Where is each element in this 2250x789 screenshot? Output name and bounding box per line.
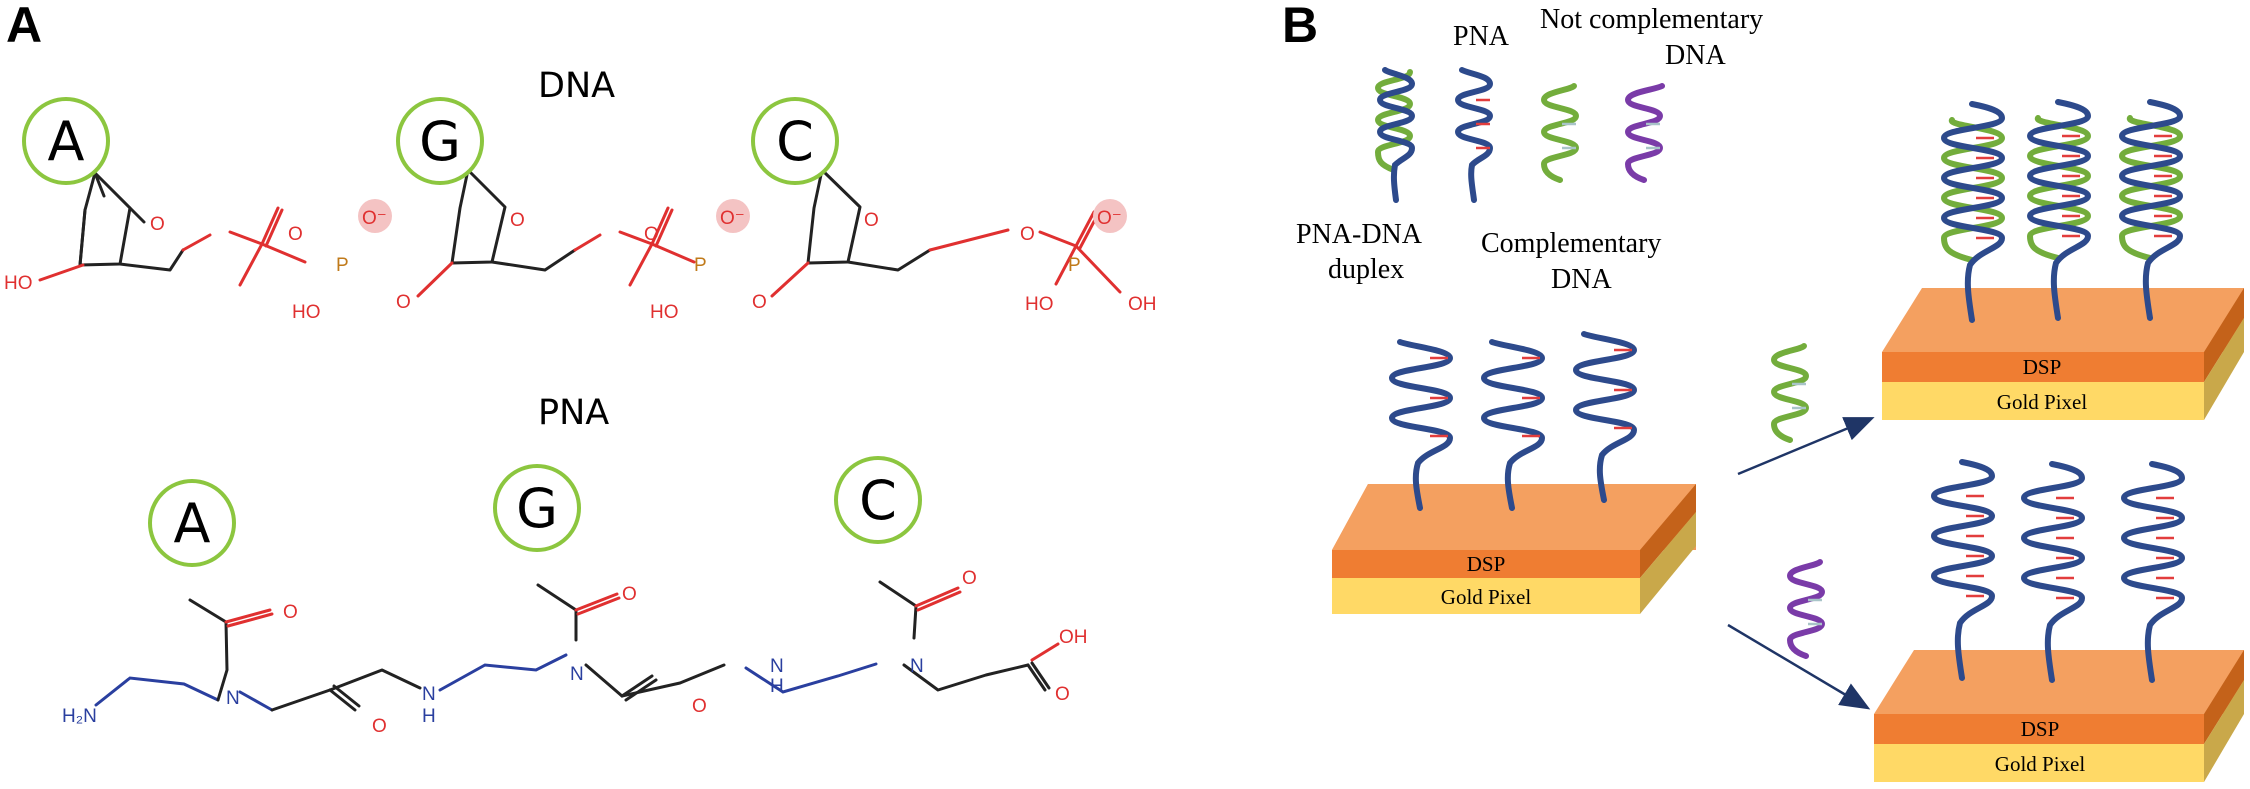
legend-not-complementary-line1: Not complementary bbox=[1540, 4, 1763, 35]
arrow-to-bottom-chip bbox=[1727, 623, 1871, 710]
atom-p-1: P bbox=[336, 255, 349, 276]
legend-pna-strand bbox=[1454, 67, 1494, 203]
added-not-complementary-strand bbox=[1786, 559, 1826, 659]
dna-structure: O HO O P O⁻ HO O O O P O⁻ HO O O O P O⁻ … bbox=[4, 97, 1157, 323]
pna-base-g: G bbox=[493, 464, 581, 552]
atom-h2n: H₂N bbox=[62, 706, 97, 727]
dna-base-a: A bbox=[22, 97, 110, 185]
pna-base-a: A bbox=[148, 479, 236, 567]
atom-oh-pna: OH bbox=[1059, 627, 1088, 648]
atom-ho-4: HO bbox=[1025, 294, 1054, 315]
svg-text:C: C bbox=[776, 110, 814, 173]
added-complementary-strand bbox=[1770, 343, 1810, 443]
atom-o-ring-3: O bbox=[864, 210, 879, 231]
atom-o-pna-4: O bbox=[692, 696, 707, 717]
pna-base-c: C bbox=[834, 456, 922, 544]
top-right-duplexes bbox=[1944, 102, 2180, 320]
atom-h-2: H bbox=[770, 676, 784, 697]
center-chip-probes bbox=[1392, 334, 1634, 508]
bottom-chip-gold-label: Gold Pixel bbox=[1995, 752, 2086, 776]
svg-text:A: A bbox=[174, 492, 211, 555]
atom-n-2: N bbox=[422, 684, 436, 705]
atom-p-2: P bbox=[694, 255, 707, 276]
legend-pna-label: PNA bbox=[1453, 21, 1510, 52]
legend-duplex-strand bbox=[1374, 67, 1416, 203]
svg-text:A: A bbox=[48, 110, 85, 173]
atom-h-1: H bbox=[422, 706, 436, 727]
svg-text:G: G bbox=[516, 477, 558, 540]
atom-o-minus-1: O⁻ bbox=[362, 208, 387, 229]
atom-o-minus-2: O⁻ bbox=[720, 208, 745, 229]
arrow-to-top-chip bbox=[1737, 417, 1875, 476]
bottom-right-chip: DSP Gold Pixel bbox=[1874, 650, 2244, 782]
atom-o-ring-2: O bbox=[510, 210, 525, 231]
atom-o-pna-3: O bbox=[622, 584, 637, 605]
atom-n-5: N bbox=[910, 656, 924, 677]
pna-structure: H₂N N O O N H N O O N H N O OH O A G C bbox=[62, 456, 1088, 737]
atom-o-pna-6: O bbox=[1055, 684, 1070, 705]
panel-b-letter: B bbox=[1282, 0, 1318, 53]
legend-complementary-strand bbox=[1540, 83, 1580, 183]
atom-o-link-1: O bbox=[288, 224, 303, 245]
atom-p-3: P bbox=[1068, 255, 1081, 276]
bottom-right-probes bbox=[1934, 462, 2182, 680]
atom-o-pna-5: O bbox=[962, 568, 977, 589]
legend-complementary-line1: Complementary bbox=[1481, 228, 1661, 259]
atom-n-4: N bbox=[770, 656, 784, 677]
dna-base-c: C bbox=[751, 97, 839, 185]
legend-not-complementary-line2: DNA bbox=[1665, 40, 1726, 71]
svg-text:C: C bbox=[859, 469, 897, 532]
atom-ho-3: HO bbox=[650, 302, 679, 323]
bottom-chip-dsp-label: DSP bbox=[2021, 717, 2060, 741]
dna-title: DNA bbox=[538, 66, 615, 106]
atom-o-minus-3: O⁻ bbox=[1097, 208, 1122, 229]
atom-oh-1: OH bbox=[1128, 294, 1157, 315]
atom-o-pna-1: O bbox=[283, 602, 298, 623]
legend-duplex-line2: duplex bbox=[1328, 254, 1404, 285]
top-chip-dsp-label: DSP bbox=[2023, 355, 2062, 379]
atom-o-ring-1: O bbox=[150, 214, 165, 235]
pna-title: PNA bbox=[538, 393, 609, 433]
atom-o-link-2: O bbox=[396, 292, 411, 313]
atom-n-3: N bbox=[570, 664, 584, 685]
dna-base-g: G bbox=[396, 97, 484, 185]
atom-ho-1: HO bbox=[4, 273, 33, 294]
legend-duplex-line1: PNA-DNA bbox=[1296, 219, 1423, 250]
atom-o-link-5: O bbox=[1020, 224, 1035, 245]
atom-ho-2: HO bbox=[292, 302, 321, 323]
legend-not-complementary-strand bbox=[1624, 83, 1665, 183]
top-chip-gold-label: Gold Pixel bbox=[1997, 390, 2088, 414]
legend-complementary-line2: DNA bbox=[1551, 264, 1612, 295]
top-right-chip: DSP Gold Pixel bbox=[1882, 288, 2244, 420]
atom-o-pna-2: O bbox=[372, 716, 387, 737]
center-chip-dsp-label: DSP bbox=[1467, 552, 1506, 576]
svg-text:G: G bbox=[419, 110, 461, 173]
atom-o-link-4: O bbox=[752, 292, 767, 313]
panel-a-letter: A bbox=[6, 0, 42, 53]
center-chip-gold-label: Gold Pixel bbox=[1441, 585, 1532, 609]
atom-o-link-3: O bbox=[644, 224, 659, 245]
atom-n-1: N bbox=[226, 688, 240, 709]
